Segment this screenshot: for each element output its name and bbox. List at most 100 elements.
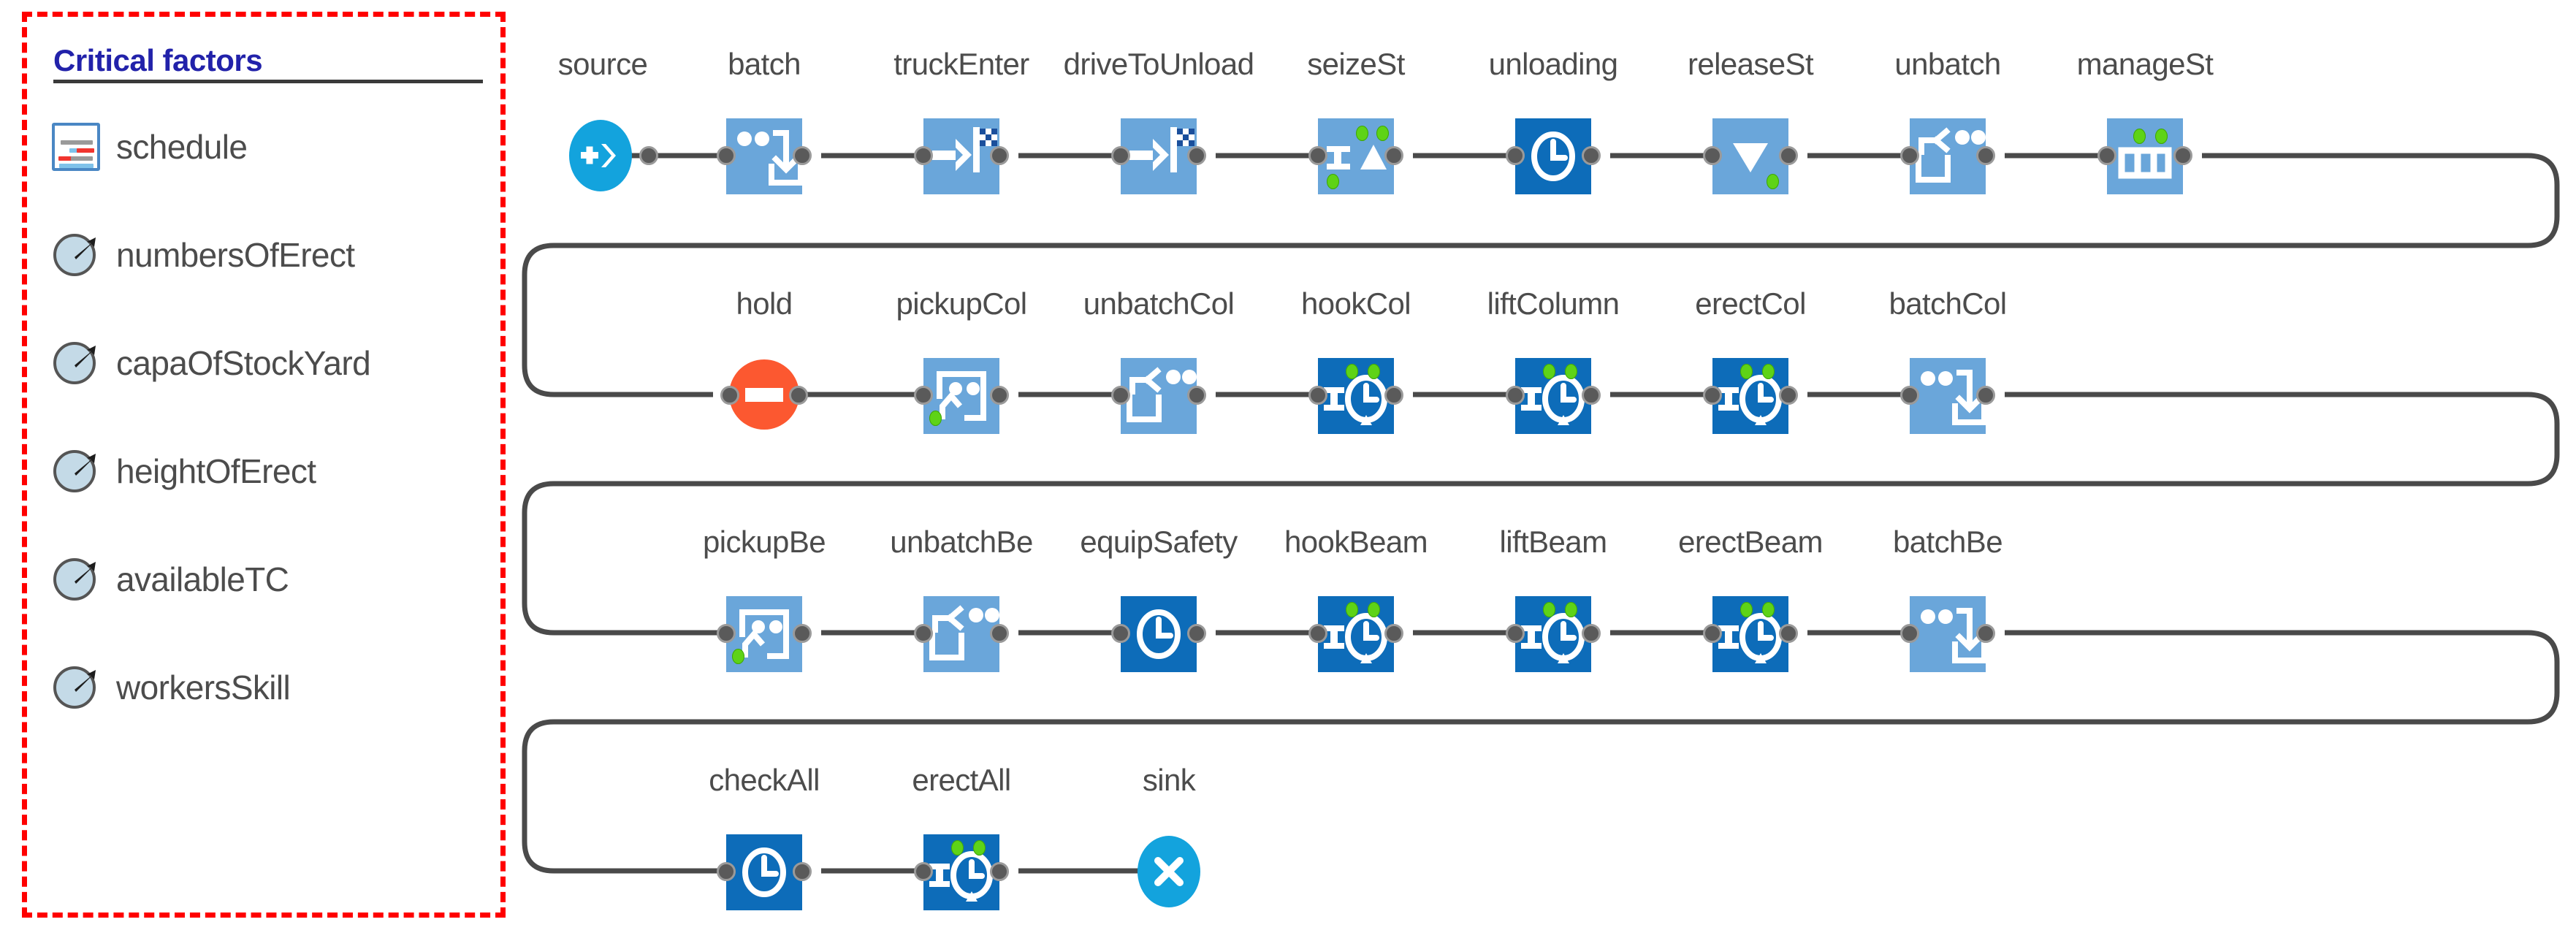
- node-unbatchcol[interactable]: unbatchCol: [1083, 286, 1235, 438]
- node-label: releaseSt: [1687, 47, 1814, 81]
- delay-clock-icon: [1515, 118, 1591, 194]
- factor-item-schedule[interactable]: schedule: [52, 112, 490, 182]
- node-batchbe[interactable]: batchBe: [1891, 525, 2005, 677]
- node-pickupbe[interactable]: pickupBe: [703, 525, 826, 677]
- port-in[interactable]: [1506, 146, 1525, 165]
- node-managest[interactable]: manageSt: [2077, 47, 2214, 199]
- node-source[interactable]: source: [555, 47, 658, 199]
- node-erectall[interactable]: erectAll: [904, 763, 1018, 915]
- port-in[interactable]: [1900, 624, 1919, 643]
- node-unbatch[interactable]: unbatch: [1891, 47, 2005, 199]
- node-batchcol[interactable]: batchCol: [1889, 286, 2007, 438]
- port-in[interactable]: [914, 624, 933, 643]
- port-in[interactable]: [1111, 146, 1130, 165]
- batch-icon: [1910, 596, 1986, 672]
- port-out[interactable]: [1779, 146, 1798, 165]
- port-out[interactable]: [1187, 624, 1206, 643]
- port-in[interactable]: [914, 386, 933, 405]
- port-in[interactable]: [720, 386, 739, 405]
- port-out[interactable]: [793, 624, 812, 643]
- node-liftcolumn[interactable]: liftColumn: [1487, 286, 1620, 438]
- port-out[interactable]: [1384, 386, 1403, 405]
- delay-clock-icon: [1121, 596, 1197, 672]
- port-out[interactable]: [793, 146, 812, 165]
- port-in[interactable]: [1900, 386, 1919, 405]
- port-in[interactable]: [1703, 386, 1722, 405]
- port-out[interactable]: [1582, 146, 1601, 165]
- factor-item-heightoferect[interactable]: heightOfErect: [52, 436, 490, 506]
- node-label: sink: [1142, 763, 1196, 797]
- factor-item-numbersoferect[interactable]: numbersOfErect: [52, 220, 490, 290]
- port-in[interactable]: [717, 624, 736, 643]
- node-hookbeam[interactable]: hookBeam: [1284, 525, 1428, 677]
- port-in[interactable]: [1308, 386, 1327, 405]
- port-out[interactable]: [1976, 624, 1995, 643]
- port-in[interactable]: [1111, 624, 1130, 643]
- node-unloading[interactable]: unloading: [1489, 47, 1618, 199]
- node-batch[interactable]: batch: [707, 47, 821, 199]
- port-in[interactable]: [1308, 146, 1327, 165]
- port-in[interactable]: [1703, 624, 1722, 643]
- port-out[interactable]: [990, 624, 1009, 643]
- port-in[interactable]: [1506, 624, 1525, 643]
- port-in[interactable]: [1703, 146, 1722, 165]
- factor-label: schedule: [116, 128, 248, 166]
- port-in[interactable]: [2097, 146, 2116, 165]
- pickup-icon: [726, 596, 802, 672]
- port-out[interactable]: [2173, 146, 2192, 165]
- node-liftbeam[interactable]: liftBeam: [1496, 525, 1610, 677]
- port-out[interactable]: [1187, 146, 1206, 165]
- port-in[interactable]: [1900, 146, 1919, 165]
- node-erectcol[interactable]: erectCol: [1693, 286, 1807, 438]
- node-pickupcol[interactable]: pickupCol: [896, 286, 1027, 438]
- port-in[interactable]: [914, 146, 933, 165]
- node-equipsafety[interactable]: equipSafety: [1080, 525, 1238, 677]
- port-out[interactable]: [1976, 386, 1995, 405]
- port-out[interactable]: [1384, 624, 1403, 643]
- batch-icon: [1910, 358, 1986, 434]
- port-out[interactable]: [1187, 386, 1206, 405]
- port-out[interactable]: [1384, 146, 1403, 165]
- port-out[interactable]: [793, 862, 812, 881]
- port-in[interactable]: [717, 862, 736, 881]
- port-in[interactable]: [1111, 386, 1130, 405]
- port-out[interactable]: [789, 386, 808, 405]
- factor-label: workersSkill: [116, 668, 291, 706]
- node-erectbeam[interactable]: erectBeam: [1678, 525, 1823, 677]
- node-label: erectCol: [1695, 286, 1806, 321]
- port-out[interactable]: [1976, 146, 1995, 165]
- port-out[interactable]: [1582, 624, 1601, 643]
- node-label: equipSafety: [1080, 525, 1238, 559]
- node-hookcol[interactable]: hookCol: [1299, 286, 1413, 438]
- node-checkall[interactable]: checkAll: [707, 763, 821, 915]
- port-in[interactable]: [914, 862, 933, 881]
- node-releasest[interactable]: releaseSt: [1688, 47, 1814, 199]
- factor-item-availabletc[interactable]: availableTC: [52, 544, 490, 614]
- seize-delay-clock-icon: [1712, 596, 1788, 672]
- parameter-dial-icon: [52, 663, 100, 712]
- node-label: erectBeam: [1678, 525, 1823, 559]
- node-label: hold: [736, 286, 793, 321]
- factor-item-capaofstockyard[interactable]: capaOfStockYard: [52, 328, 490, 398]
- port-out[interactable]: [990, 386, 1009, 405]
- unbatch-icon: [923, 596, 999, 672]
- port-out[interactable]: [990, 862, 1009, 881]
- port-in[interactable]: [1506, 386, 1525, 405]
- port-out[interactable]: [990, 146, 1009, 165]
- node-hold[interactable]: hold: [713, 286, 815, 438]
- node-seizest[interactable]: seizeSt: [1299, 47, 1413, 199]
- factor-item-workersskill[interactable]: workersSkill: [52, 652, 490, 723]
- node-unbatchbe[interactable]: unbatchBe: [890, 525, 1033, 677]
- node-label: liftColumn: [1487, 286, 1620, 321]
- port-in[interactable]: [717, 146, 736, 165]
- port-out[interactable]: [1779, 386, 1798, 405]
- port-out[interactable]: [1582, 386, 1601, 405]
- node-sink[interactable]: sink: [1124, 763, 1219, 915]
- node-truckenter[interactable]: truckEnter: [893, 47, 1029, 199]
- node-drivetounload[interactable]: driveToUnload: [1064, 47, 1254, 199]
- port-out[interactable]: [639, 146, 658, 165]
- node-label: truckEnter: [893, 47, 1029, 81]
- port-in[interactable]: [1308, 624, 1327, 643]
- port-out[interactable]: [1779, 624, 1798, 643]
- node-label: erectAll: [912, 763, 1011, 797]
